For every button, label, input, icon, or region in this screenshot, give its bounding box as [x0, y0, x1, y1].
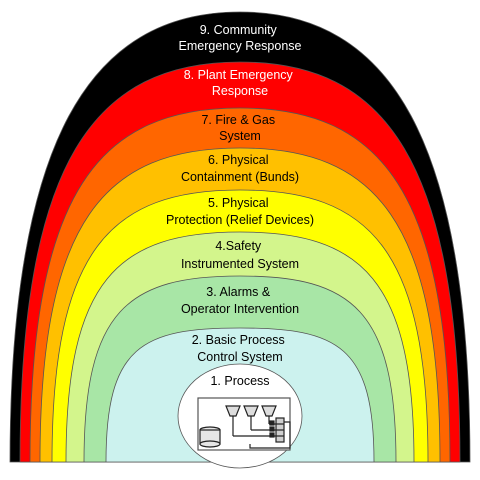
layer-4-label: 4.Safety Instrumented System: [181, 239, 299, 271]
layer-1-label: 1. Process: [210, 374, 269, 388]
process-equipment-icon: [197, 397, 291, 451]
layer-8-label: 8. Plant Emergency Response: [184, 68, 297, 98]
layer-9-label: 9. Community Emergency Response: [179, 23, 302, 53]
layer-3-label: 3. Alarms & Operator Intervention: [181, 285, 299, 316]
layer-2-label: 2. Basic Process Control System: [192, 333, 289, 364]
layer-7-label: 7. Fire & Gas System: [201, 113, 278, 143]
layer-labels: 9. Community Emergency Response 8. Plant…: [166, 23, 314, 388]
layer-6-label: 6. Physical Containment (Bunds): [181, 153, 299, 184]
layer-5-label: 5. Physical Protection (Relief Devices): [166, 196, 314, 227]
